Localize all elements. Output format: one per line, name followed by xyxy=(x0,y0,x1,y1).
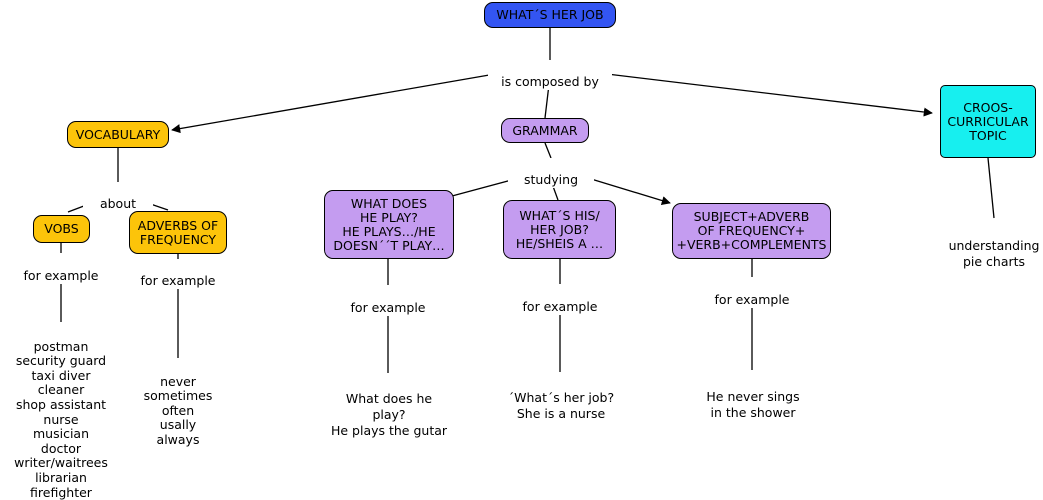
node-adverbs-of-frequency[interactable]: ADVERBS OF FREQUENCY xyxy=(129,211,227,254)
leaf-example-sentence-2-text: ´What´s her job? She is a nurse xyxy=(507,390,615,421)
node-cross-curricular-label: CROOS- CURRICULAR TOPIC xyxy=(947,99,1029,143)
node-grammar-structure-3[interactable]: SUBJECT+ADVERB OF FREQUENCY+ +VERB+COMPL… xyxy=(672,203,831,259)
leaf-example-sentence-1-text: What does he play? He plays the gutar xyxy=(330,391,448,438)
leaf-example-sentence-3: He never sings in the shower xyxy=(692,373,814,421)
edge-label-is-composed-by-text: is composed by xyxy=(501,73,599,89)
edge-label-about: about xyxy=(83,182,153,212)
leaf-pie-charts: understanding pie charts xyxy=(935,222,1043,270)
node-grammar-label: GRAMMAR xyxy=(512,122,578,138)
edge-label-studying-text: studying xyxy=(524,171,578,187)
edge-label-for-example-grammar3-text: for example xyxy=(714,291,790,307)
edge-label-for-example-grammar2: for example xyxy=(513,285,607,315)
edge-label-for-example-vobs-text: for example xyxy=(23,267,99,283)
edge-label-for-example-grammar1-text: for example xyxy=(350,299,426,315)
edge-label-studying: studying xyxy=(508,158,594,188)
node-vocabulary-label: VOCABULARY xyxy=(75,126,161,142)
leaf-jobs-list: postman security guard taxi diver cleane… xyxy=(0,325,122,500)
node-root[interactable]: WHAT´S HER JOB xyxy=(484,2,616,28)
leaf-pie-charts-text: understanding pie charts xyxy=(948,238,1040,269)
node-cross-curricular[interactable]: CROOS- CURRICULAR TOPIC xyxy=(940,85,1036,158)
edge-label-for-example-grammar3: for example xyxy=(705,278,799,308)
node-grammar-structure-1[interactable]: WHAT DOES HE PLAY? HE PLAYS…/HE DOESN´´T… xyxy=(324,190,454,259)
edge-grammar-to-studying xyxy=(544,142,552,159)
edge-label-for-example-adverbs: for example xyxy=(131,259,225,289)
node-adverbs-label: ADVERBS OF FREQUENCY xyxy=(137,217,219,247)
edge-label-for-example-grammar1: for example xyxy=(341,286,435,316)
leaf-example-sentence-3-text: He never sings in the shower xyxy=(706,389,800,420)
edge-label-for-example-vobs: for example xyxy=(14,254,108,284)
node-vobs[interactable]: VOBS xyxy=(33,215,90,243)
node-grammar-structure-3-label: SUBJECT+ADVERB OF FREQUENCY+ +VERB+COMPL… xyxy=(676,209,827,252)
leaf-example-sentence-2: ´What´s her job? She is a nurse xyxy=(496,374,626,422)
node-grammar[interactable]: GRAMMAR xyxy=(501,118,589,143)
leaf-adverbs-list-text: never sometimes often usally always xyxy=(143,373,213,447)
leaf-adverbs-list: never sometimes often usally always xyxy=(131,360,225,448)
edge-hub-to-vocabulary xyxy=(171,73,496,134)
edge-label-for-example-grammar2-text: for example xyxy=(522,298,598,314)
edge-hub-to-cross-curricular xyxy=(606,73,933,117)
node-root-label: WHAT´S HER JOB xyxy=(496,7,604,22)
leaf-jobs-list-text: postman security guard taxi diver cleane… xyxy=(14,338,108,500)
node-vocabulary[interactable]: VOCABULARY xyxy=(67,121,169,148)
node-grammar-structure-1-label: WHAT DOES HE PLAY? HE PLAYS…/HE DOESN´´T… xyxy=(333,195,445,253)
node-grammar-structure-2-label: WHAT´S HIS/ HER JOB? HE/SHEIS A … xyxy=(515,207,604,251)
edge-label-for-example-adverbs-text: for example xyxy=(140,272,216,288)
edge-label-about-text: about xyxy=(99,195,137,211)
edge-label-is-composed-by: is composed by xyxy=(488,60,612,90)
node-vobs-label: VOBS xyxy=(44,221,79,236)
leaf-example-sentence-1: What does he play? He plays the gutar xyxy=(324,375,454,439)
node-grammar-structure-2[interactable]: WHAT´S HIS/ HER JOB? HE/SHEIS A … xyxy=(503,200,616,259)
edge-crosscurricular-to-piecharts xyxy=(987,157,995,219)
